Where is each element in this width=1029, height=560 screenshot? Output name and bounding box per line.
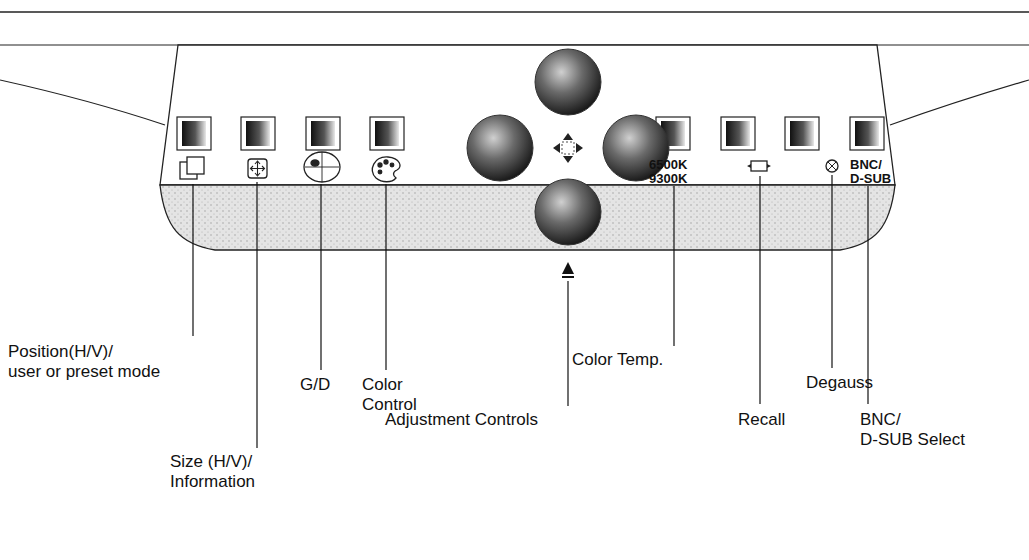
callout-label: Adjustment Controls [385, 410, 538, 430]
button-label: BNC/ D-SUB [850, 158, 891, 185]
callout-label: G/D [300, 375, 330, 395]
callout-label: Position(H/V)/ user or preset mode [8, 342, 160, 382]
callout-label: Degauss [806, 373, 873, 393]
callout-label: Color Control [362, 375, 417, 415]
callout-label: Size (H/V)/ Information [170, 452, 255, 492]
button-label: 6500K 9300K [649, 158, 687, 185]
callout-label: Recall [738, 410, 785, 430]
callout-label: BNC/ D-SUB Select [860, 410, 965, 450]
callout-label: Color Temp. [572, 350, 663, 370]
